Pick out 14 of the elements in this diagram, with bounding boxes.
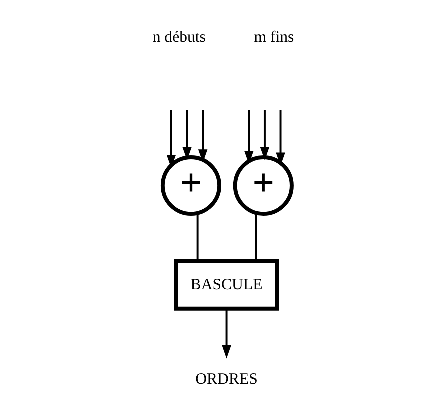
arrow: [244, 110, 254, 164]
connector: [254, 213, 257, 262]
arrow: [198, 110, 208, 163]
arrow: [276, 110, 285, 166]
node-text: ORDRES: [195, 371, 258, 388]
node-box: BASCULE: [174, 260, 279, 311]
connector: [196, 213, 198, 262]
node-circle: +: [232, 156, 294, 216]
arrow: [260, 110, 270, 160]
arrow: [166, 110, 176, 168]
arrow: [182, 110, 192, 160]
label: m fins: [254, 29, 294, 46]
arrow: [222, 309, 231, 359]
label: n débuts: [152, 29, 206, 46]
